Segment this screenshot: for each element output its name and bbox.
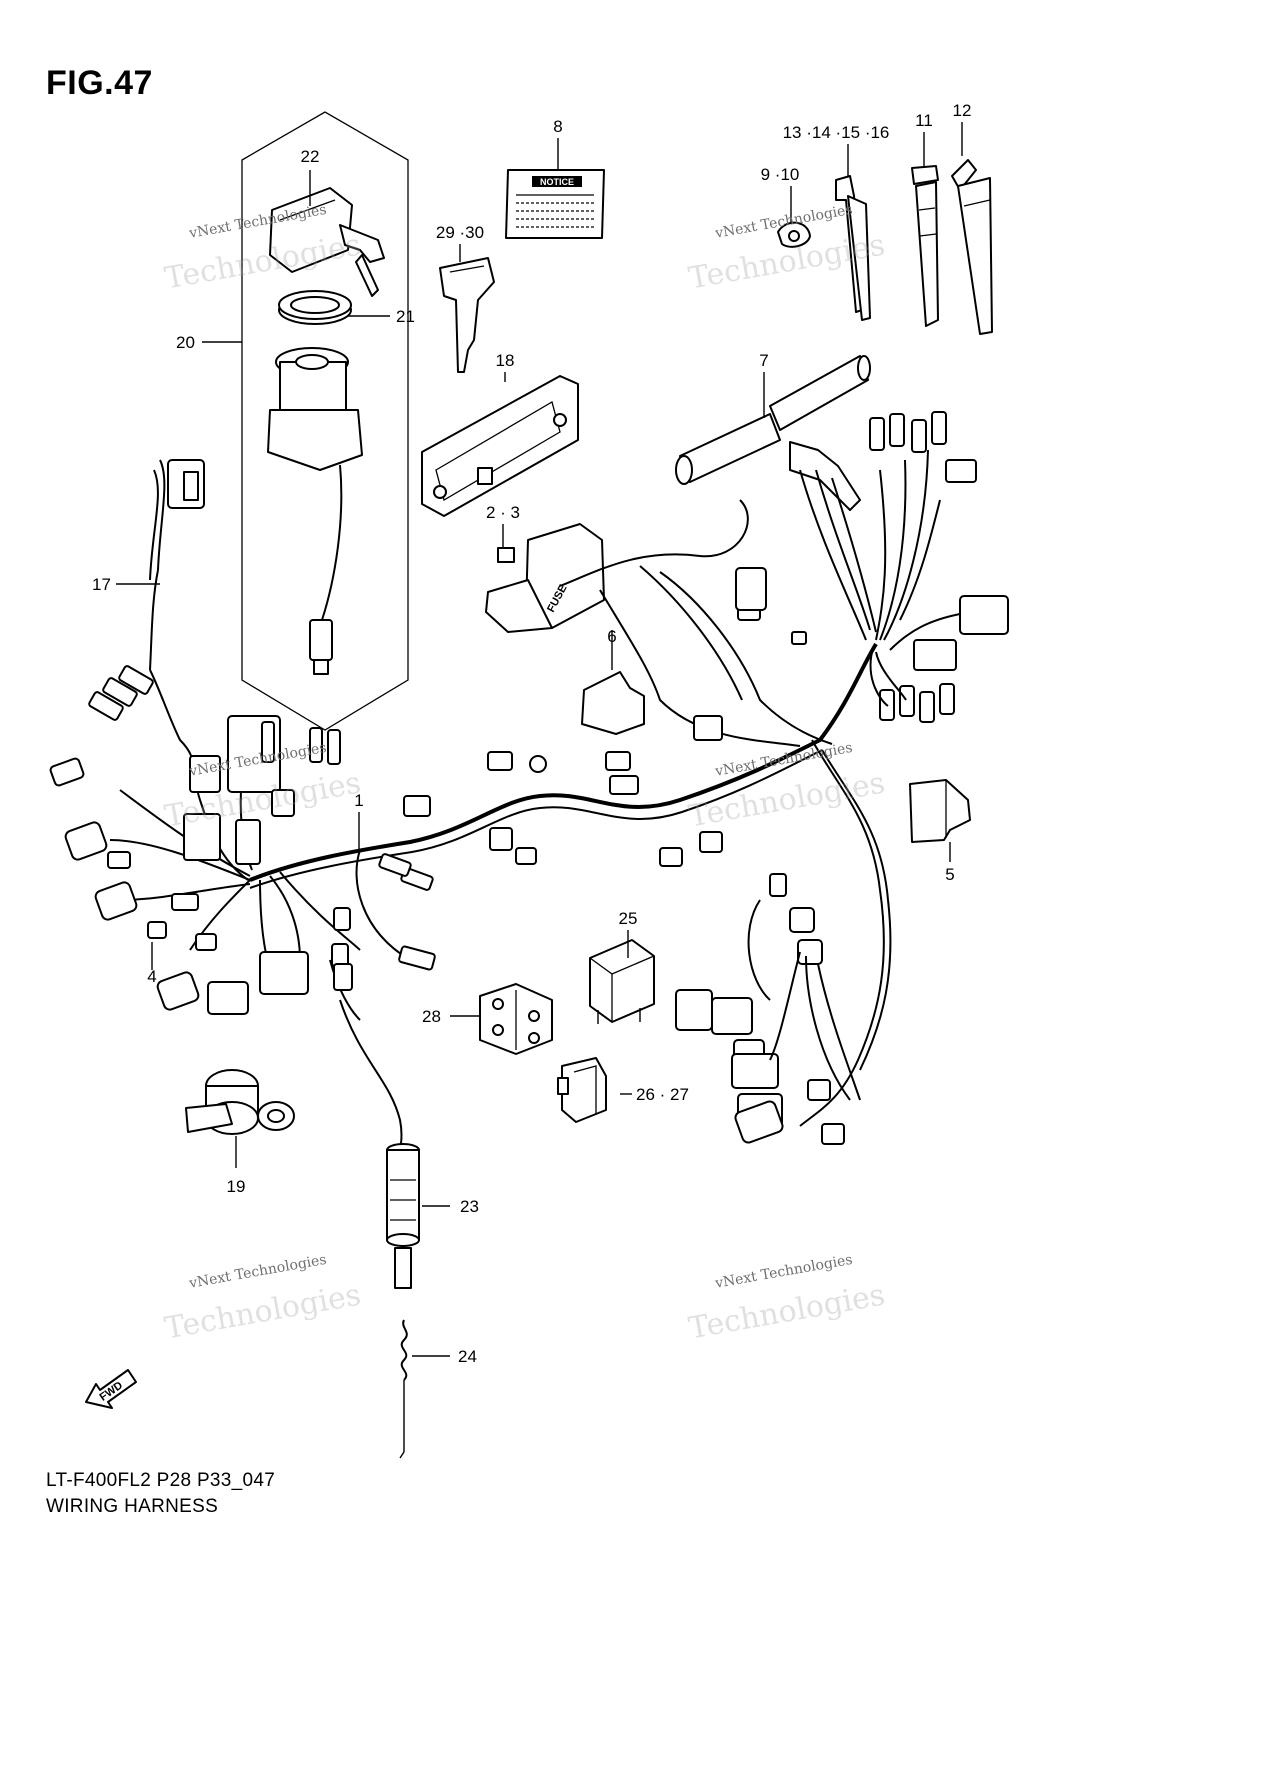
- forward-direction-arrow-icon: FWD: [85, 1369, 137, 1409]
- ignition-key-cap-part-22[interactable]: [269, 187, 385, 297]
- ignition-nut-part-21[interactable]: [278, 290, 352, 325]
- boot-part-5[interactable]: [909, 779, 971, 843]
- ignition-switch-assembly-box: [241, 111, 409, 731]
- harness-connectors-right-lower: [675, 873, 861, 1145]
- callout-5: 5: [945, 865, 954, 884]
- fuse-part-2-3[interactable]: [497, 547, 515, 563]
- harness-connectors-left: [49, 459, 436, 1015]
- callout-22: 22: [301, 147, 320, 166]
- leader-lines: [116, 122, 963, 1357]
- right-loom-connectors: [789, 411, 1009, 723]
- callout-19: 19: [227, 1177, 246, 1196]
- ignition-switch-body-part-20[interactable]: [267, 347, 363, 675]
- notice-label-part-8[interactable]: NOTICE: [505, 169, 605, 239]
- callout-8: 8: [553, 117, 562, 136]
- cable-tie-part-13-16[interactable]: [835, 175, 871, 321]
- cable-tie-part-12[interactable]: [951, 159, 993, 335]
- key-blank-part-29-30[interactable]: [439, 257, 495, 373]
- harness-connectors-middle: [487, 567, 807, 867]
- callout-7: 7: [759, 351, 768, 370]
- callout-23: 23: [460, 1197, 479, 1216]
- callout-24: 24: [458, 1347, 477, 1366]
- spring-rod-part-24[interactable]: [399, 1319, 408, 1459]
- callout-26-27: 26 · 27: [636, 1085, 689, 1104]
- sensor-part-23[interactable]: [386, 1143, 420, 1289]
- callout-4: 4: [147, 967, 156, 986]
- callout-12: 12: [953, 101, 972, 120]
- bracket-part-28[interactable]: [479, 983, 553, 1055]
- fuse-box-part[interactable]: FUSE: [485, 523, 605, 633]
- callout-20: 20: [176, 333, 195, 352]
- bracket-part-18[interactable]: [421, 375, 579, 517]
- notice-label-text: NOTICE: [540, 177, 574, 187]
- relay-part-25[interactable]: [589, 939, 655, 1024]
- cable-tie-part-11[interactable]: [911, 165, 939, 327]
- cover-part-6[interactable]: [581, 671, 645, 735]
- callout-18: 18: [496, 351, 515, 370]
- callout-25: 25: [619, 909, 638, 928]
- callout-9-10: 9 ·10: [761, 165, 800, 184]
- callout-6: 6: [607, 627, 616, 646]
- protector-tube-part-7[interactable]: [675, 355, 871, 485]
- section-name-caption: WIRING HARNESS: [46, 1496, 219, 1517]
- clamp-part-9-10[interactable]: [777, 221, 811, 248]
- model-code-caption: LT-F400FL2 P28 P33_047: [46, 1470, 276, 1491]
- figure-title: FIG.47: [46, 64, 153, 102]
- switch-part-19[interactable]: [185, 1069, 295, 1135]
- connector-part-26-27[interactable]: [557, 1057, 607, 1123]
- callout-11: 11: [915, 111, 933, 130]
- callout-2-3: 2 · 3: [486, 503, 520, 522]
- callout-17: 17: [92, 575, 111, 594]
- callout-13-16: 13 ·14 ·15 ·16: [783, 123, 890, 142]
- callout-28: 28: [422, 1007, 441, 1026]
- callout-21: 21: [396, 307, 415, 326]
- callout-29-30: 29 ·30: [436, 223, 484, 242]
- callout-1: 1: [354, 791, 363, 810]
- callout-numbers: 22 21 20 8 29 ·30 18 2 · 3 7 9 ·10 13 ·1…: [92, 101, 971, 1366]
